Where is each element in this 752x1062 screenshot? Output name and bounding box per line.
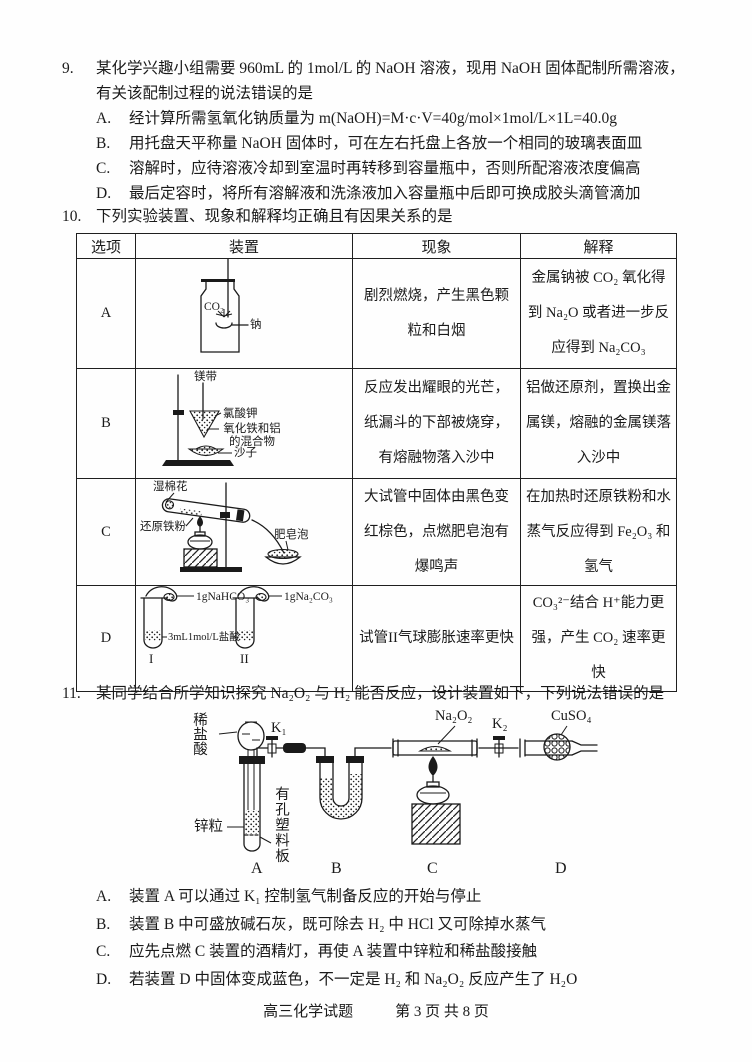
q10-row-d-device: 1gNaHCO₃ 1gNa₂CO₃ 3mL1mol/L盐酸 I II [135,585,353,692]
apparatus-part-b-label: B [331,860,342,877]
tube-two-label: II [240,651,249,666]
na2o2-label: Na₂O₂ [435,708,473,724]
q10-row-c-explanation: 在加热时还原铁粉和水蒸气反应得到 Fe₂O₃ 和氢气 [520,478,677,586]
q9-option-a: A. 经计算所需氢氧化钠质量为 m(NaOH)=M·c·V=40g/mol×1m… [62,106,717,131]
q11-option-a: A. 装置 A 可以通过 K₁ 控制氢气制备反应的开始与停止 [62,883,717,911]
q10-table: 选项 装置 现象 解释 A CO₂ 钠 [76,233,677,692]
q9-option-b-text: 用托盘天平称量 NaOH 固体时，可在左右托盘上各放一个相同的玻璃表面皿 [129,135,643,152]
q10-row-c-phenomenon: 大试管中固体由黑色变红棕色，点燃肥皂泡有爆鸣声 [352,478,521,586]
q10-row-b-device: 镁带 氯酸钾 氧化铁和铝的混合物 沙子 [135,368,353,479]
q11-option-b-label: B. [96,915,111,933]
q10-row-d-option: D [76,585,136,692]
q9-stem-line1: 9. 某化学兴趣小组需要 960mL 的 1mol/L 的 NaOH 溶液，现用… [62,56,717,81]
co2-gas-label: CO₂ [204,301,224,313]
soap-bubble-label: 肥皂泡 [274,529,309,541]
q11-option-a-text: 装置 A 可以通过 K₁ 控制氢气制备反应的开始与停止 [129,888,482,905]
q11-option-d-label: D. [96,970,112,988]
gas-train-line-art [218,721,598,852]
q9-number: 9. [62,60,74,77]
q11-number: 11. [62,685,81,702]
k2-stopcock-label: K₂ [492,716,508,732]
q10-row-c: C [76,478,677,586]
q10-row-c-option: C [76,478,136,586]
q9-option-d: D. 最后定容时，将所有溶解液和洗涤液加入容量瓶中后即可换成胶头滴管滴加 [62,181,717,206]
q11-apparatus-diagram: 稀盐酸 K₁ 锌粒 有孔塑料板 Na₂O₂ K₂ CuSO₄ A B C D [75,698,695,883]
q11-option-d: D. 若装置 D 中固体变成蓝色，不一定是 H₂ 和 Na₂O₂ 反应产生了 H… [62,966,717,994]
wet-cotton-label: 湿棉花 [153,481,188,493]
zinc-granules-label: 锌粒 [194,819,223,835]
footer-exam-title: 高三化学试题 [263,1004,354,1020]
q10-row-a-option: A [76,258,136,369]
question-11-options: A. 装置 A 可以通过 K₁ 控制氢气制备反应的开始与停止 B. 装置 B 中… [62,883,717,993]
q11-stem-text: 某同学结合所学知识探究 Na₂O₂ 与 H₂ 能否反应，设计装置如下，下列说法错… [96,685,665,702]
q9-option-c-text: 溶解时，应待溶液冷却到室温时再转移到容量瓶中，否则所配溶液浓度偏高 [129,160,641,177]
q9-option-d-label: D. [96,185,112,202]
question-10-stem: 10. 下列实验装置、现象和解释均正确且有因果关系的是 [62,204,717,229]
perforated-plastic-plate-label: 有孔塑料板 [273,786,289,864]
q9-option-a-text: 经计算所需氢氧化钠质量为 m(NaOH)=M·c·V=40g/mol×1mol/… [129,110,618,127]
q10-row-a-phenomenon: 剧烈燃烧，产生黑色颗粒和白烟 [352,258,521,369]
q9-option-a-label: A. [96,110,112,127]
q10-row-b: B 镁带 氯酸钾 [76,368,677,479]
q10-stem-text: 下列实验装置、现象和解释均正确且有因果关系的是 [96,208,453,225]
cuso4-label: CuSO₄ [551,708,592,724]
q9-stem-text: 某化学兴趣小组需要 960mL 的 1mol/L 的 NaOH 溶液，现用 Na… [96,60,685,77]
tube-one-label: I [149,651,154,666]
q10-header-option: 选项 [76,233,136,259]
q9-option-d-text: 最后定容时，将所有溶解液和洗涤液加入容量瓶中后即可换成胶头滴管滴加 [129,185,641,202]
q10-row-b-explanation: 铝做还原剂，置换出金属镁，熔融的金属镁落入沙中 [520,368,677,479]
q10-row-a: A CO₂ 钠 剧烈燃烧，产生黑色颗粒和白烟 金属钠被 CO₂ 氧化得到 [76,258,677,369]
q11-option-d-text: 若装置 D 中固体变成蓝色，不一定是 H₂ 和 Na₂O₂ 反应产生了 H₂O [129,970,578,988]
question-9: 9. 某化学兴趣小组需要 960mL 的 1mol/L 的 NaOH 溶液，现用… [62,56,717,206]
q10-row-b-phenomenon: 反应发出耀眼的光芒，纸漏斗的下部被烧穿，有熔融物落入沙中 [352,368,521,479]
q9-option-b: B. 用托盘天平称量 NaOH 固体时，可在左右托盘上各放一个相同的玻璃表面皿 [62,131,717,156]
reduced-iron-powder-label: 还原铁粉 [140,521,186,533]
nahco3-balloon-label: 1gNaHCO₃ [196,591,250,603]
q10-number: 10. [62,208,82,225]
iron-oxide-aluminum-mixture-label: 氧化铁和铝的混合物 [223,423,281,448]
apparatus-part-a-label: A [251,860,263,877]
q10-row-b-option: B [76,368,136,479]
magnesium-ribbon-label: 镁带 [194,371,217,383]
balloon-test-tubes-diagram [140,586,282,649]
thermite-funnel-stand-diagram [162,374,234,466]
q10-header-explanation: 解释 [520,233,677,259]
q10-row-c-device: 湿棉花 还原铁粉 肥皂泡 [135,478,353,586]
question-11-stem: 11. 某同学结合所学知识探究 Na₂O₂ 与 H₂ 能否反应，设计装置如下，下… [62,681,717,706]
q11-option-b: B. 装置 B 中可盛放碱石灰，既可除去 H₂ 中 HCl 又可除掉水蒸气 [62,911,717,939]
q9-option-b-label: B. [96,135,111,152]
sodium-label: 钠 [250,319,262,331]
apparatus-part-d-label: D [555,860,567,877]
na2co3-balloon-label: 1gNa₂CO₃ [284,591,333,603]
dilute-hydrochloric-acid-label: 稀盐酸 [191,712,207,756]
q10-row-d: D [76,585,677,692]
potassium-chlorate-label: 氯酸钾 [223,408,258,420]
iron-steam-test-tube-diagram [161,482,302,572]
q11-option-a-label: A. [96,888,112,905]
q9-stem-line2: 有关该配制过程的说法错误的是 [96,85,314,102]
q10-row-d-explanation: CO₃²⁻结合 H⁺能力更强，产生 CO₂ 速率更快 [520,585,677,692]
q9-option-c-label: C. [96,160,111,177]
footer-page-info: 第 3 页 共 8 页 [395,1004,489,1020]
apparatus-part-c-label: C [427,860,438,877]
q10-row-a-explanation: 金属钠被 CO₂ 氧化得到 Na₂O 或者进一步反应得到 Na₂CO₃ [520,258,677,369]
page-footer: 高三化学试题 第 3 页 共 8 页 [0,1000,752,1021]
q10-header-row: 选项 装置 现象 解释 [76,233,677,259]
q11-option-c: C. 应先点燃 C 装置的酒精灯，再使 A 装置中锌粒和稀盐酸接触 [62,938,717,966]
hcl-acid-label: 3mL1mol/L盐酸 [168,632,240,643]
q10-header-phenomenon: 现象 [352,233,521,259]
q11-option-b-text: 装置 B 中可盛放碱石灰，既可除去 H₂ 中 HCl 又可除掉水蒸气 [129,915,547,933]
k1-stopcock-label: K₁ [271,720,287,736]
q11-option-c-text: 应先点燃 C 装置的酒精灯，再使 A 装置中锌粒和稀盐酸接触 [129,943,538,960]
q11-option-c-label: C. [96,943,111,960]
q10-row-d-phenomenon: 试管II气球膨胀速率更快 [352,585,521,692]
q10-row-a-device: CO₂ 钠 [135,258,353,369]
q9-option-c: C. 溶解时，应待溶液冷却到室温时再转移到容量瓶中，否则所配溶液浓度偏高 [62,156,717,181]
sand-label: 沙子 [234,447,257,459]
q10-header-device: 装置 [135,233,353,259]
sodium-in-co2-bottle-diagram [200,259,249,353]
